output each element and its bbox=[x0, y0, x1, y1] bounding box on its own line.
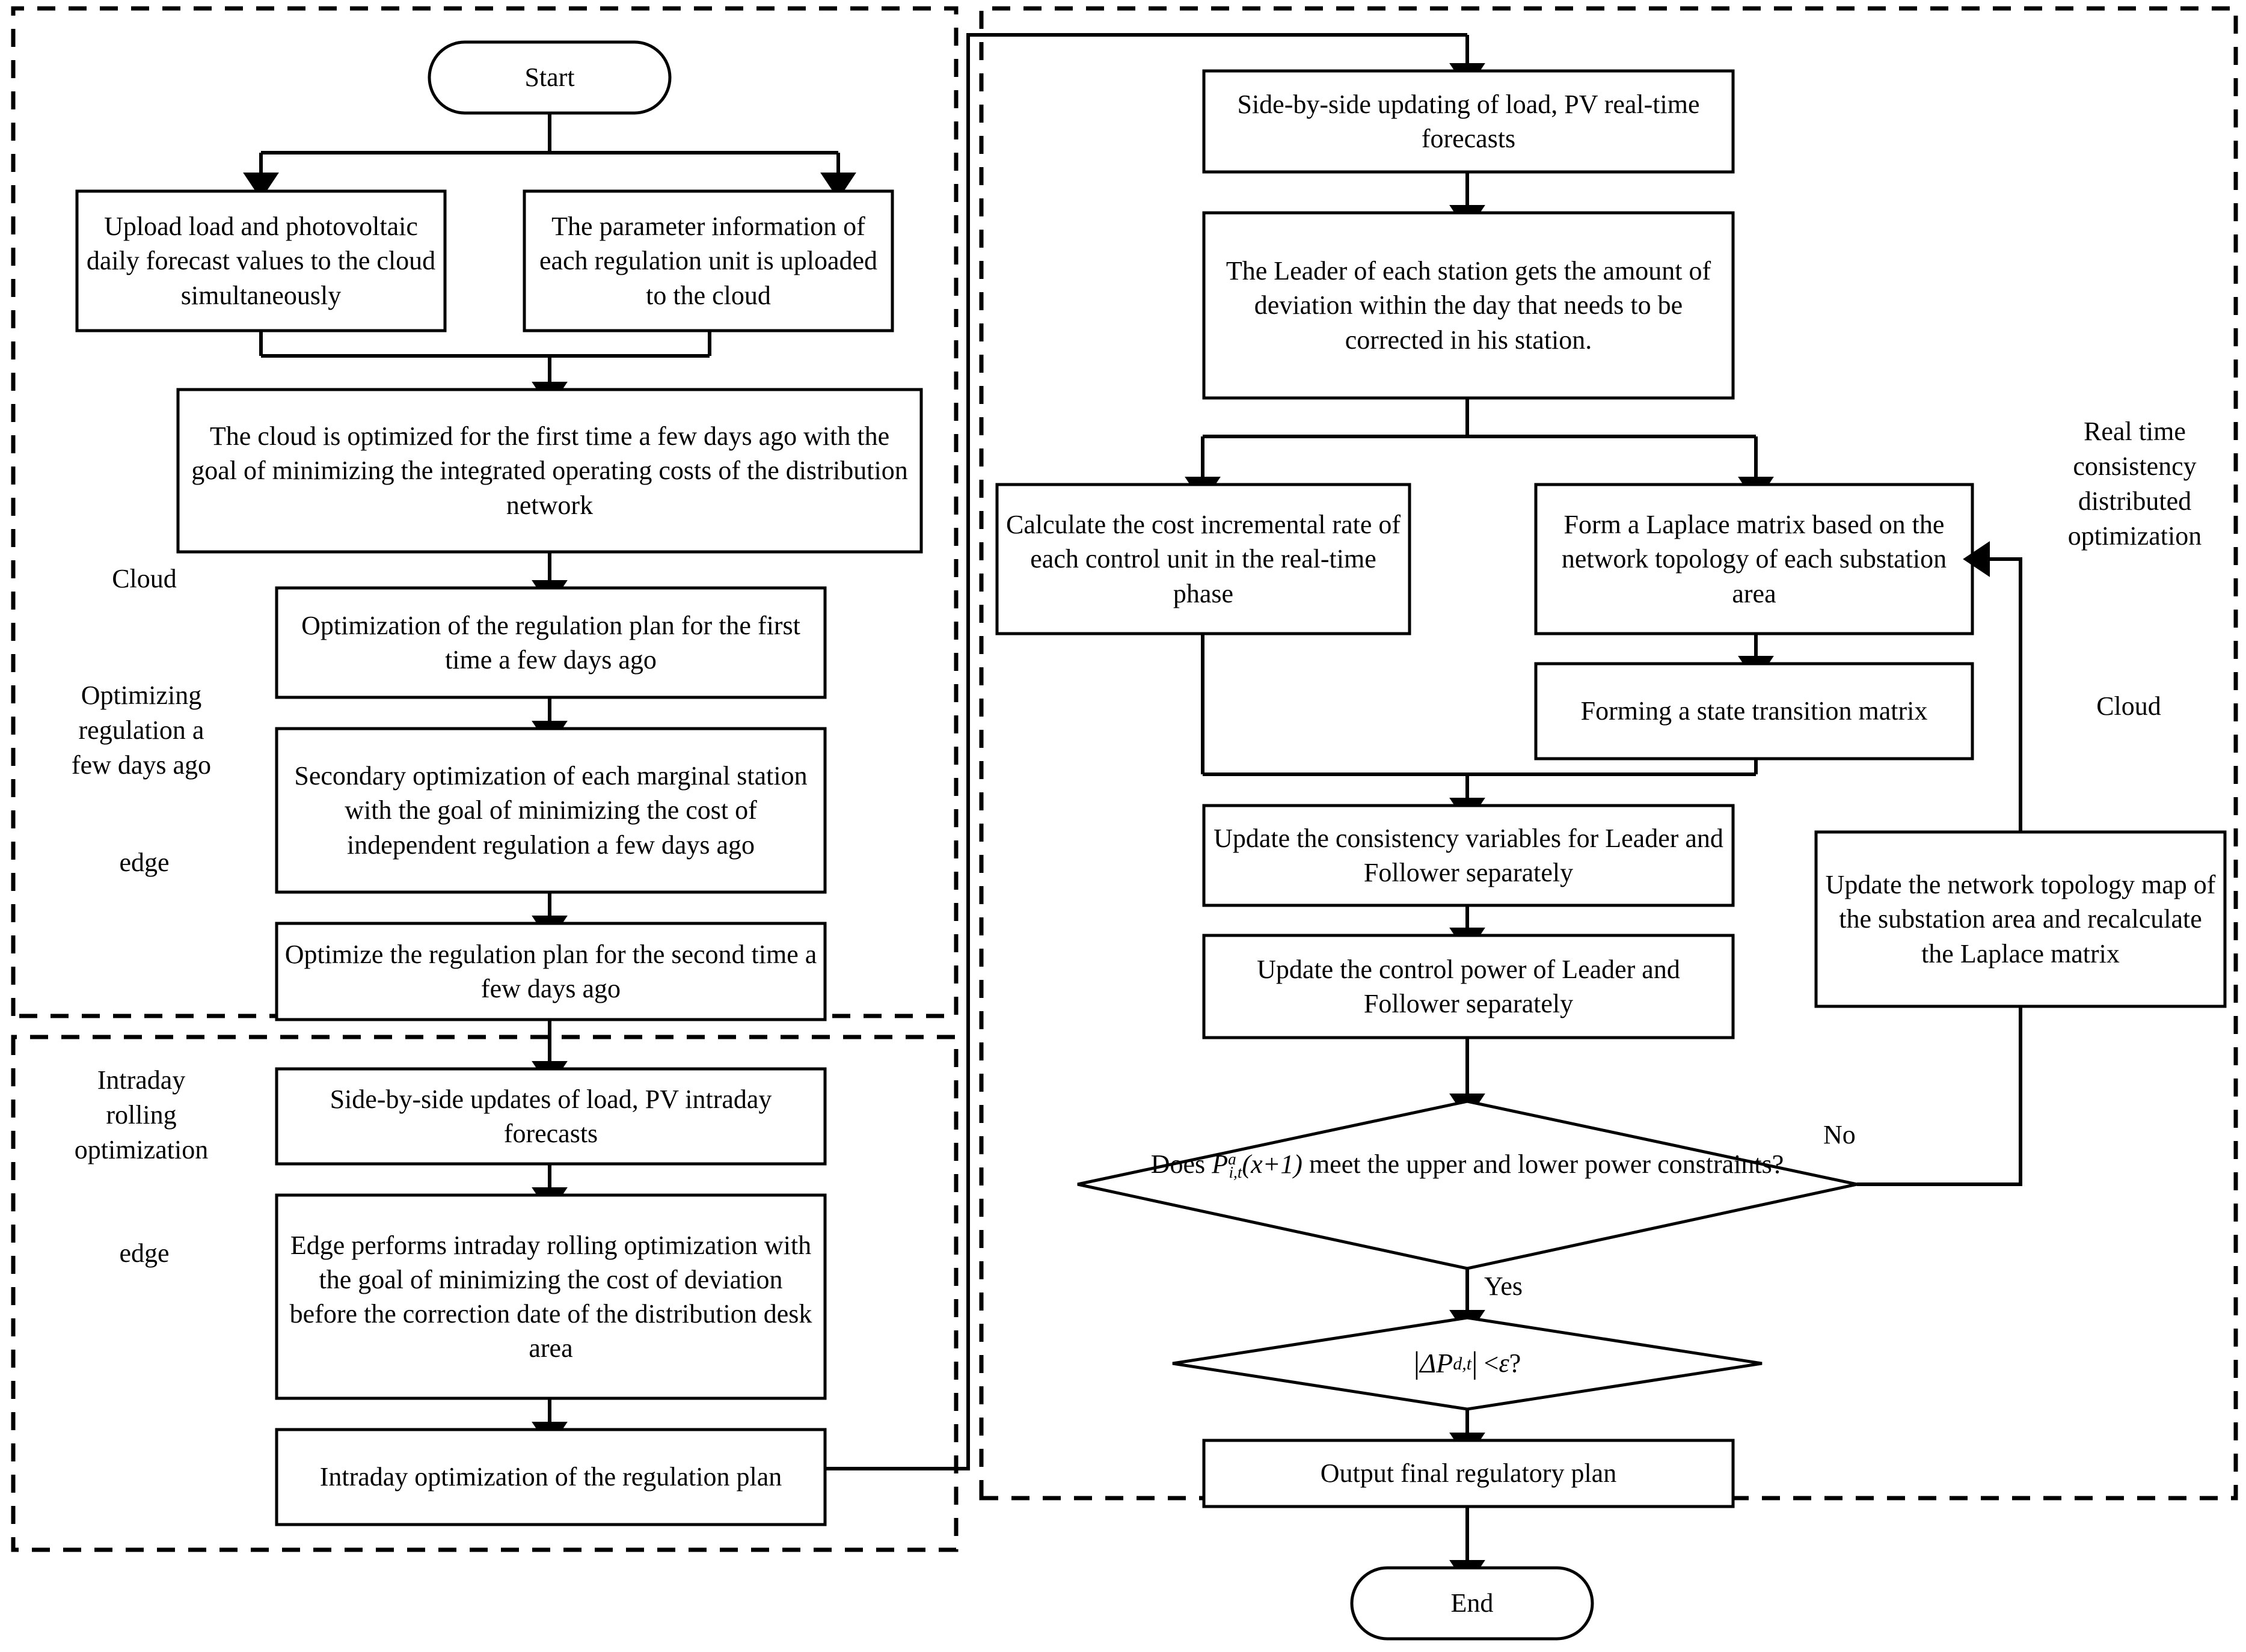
node-start-shape bbox=[428, 40, 672, 115]
node-edge-rolling-shape bbox=[275, 1193, 827, 1400]
node-realtime-forecast-shape bbox=[1202, 69, 1735, 174]
node-update-power-shape bbox=[1202, 934, 1735, 1039]
zone-label-intraday: Intraday rolling optimization bbox=[74, 1065, 209, 1165]
node-intraday-forecast-shape bbox=[275, 1067, 827, 1166]
node-update-topology-shape bbox=[1814, 830, 2227, 1008]
node-end-shape bbox=[1350, 1566, 1594, 1641]
zone-label-edge-1: edge bbox=[119, 847, 170, 877]
node-upload-params-shape bbox=[523, 189, 894, 332]
connector-topology-to-laplace bbox=[1963, 541, 2022, 832]
edge-label-no: No bbox=[1823, 1120, 1856, 1149]
zone-label-cloud: Cloud bbox=[112, 563, 177, 593]
node-cloud-first-opt-shape bbox=[176, 388, 923, 554]
node-decision-power-shape bbox=[1077, 1100, 1858, 1270]
node-laplace-matrix-shape bbox=[1534, 483, 1974, 635]
zone-label-day-ahead: Optimizing regulation a few days ago bbox=[71, 680, 212, 780]
node-decision-epsilon-shape bbox=[1172, 1316, 1763, 1411]
node-upload-load-shape bbox=[75, 189, 447, 332]
zone-label-cloud-2: Cloud bbox=[2096, 691, 2161, 721]
edge-label-yes: Yes bbox=[1484, 1271, 1523, 1301]
node-output-plan-shape bbox=[1202, 1439, 1735, 1508]
zone-label-realtime: Real time consistency distributed optimi… bbox=[2067, 416, 2202, 551]
zone-label-edge-2: edge bbox=[119, 1238, 170, 1268]
connector-left-to-right bbox=[825, 33, 1485, 1470]
zone-boundary-day-ahead bbox=[11, 6, 959, 1018]
node-leader-deviation-shape bbox=[1202, 211, 1735, 400]
zone-boundary-intraday bbox=[11, 1035, 959, 1552]
node-secondary-opt-shape bbox=[275, 727, 827, 894]
connector-no-branch bbox=[1857, 1006, 2022, 1186]
node-update-consistency-shape bbox=[1202, 804, 1735, 907]
node-intraday-plan-shape bbox=[275, 1428, 827, 1526]
node-reg-plan-first-shape bbox=[275, 586, 827, 699]
node-reg-plan-second-shape bbox=[275, 922, 827, 1021]
node-state-transition-shape bbox=[1534, 662, 1974, 760]
node-cost-rate-shape bbox=[995, 483, 1411, 635]
